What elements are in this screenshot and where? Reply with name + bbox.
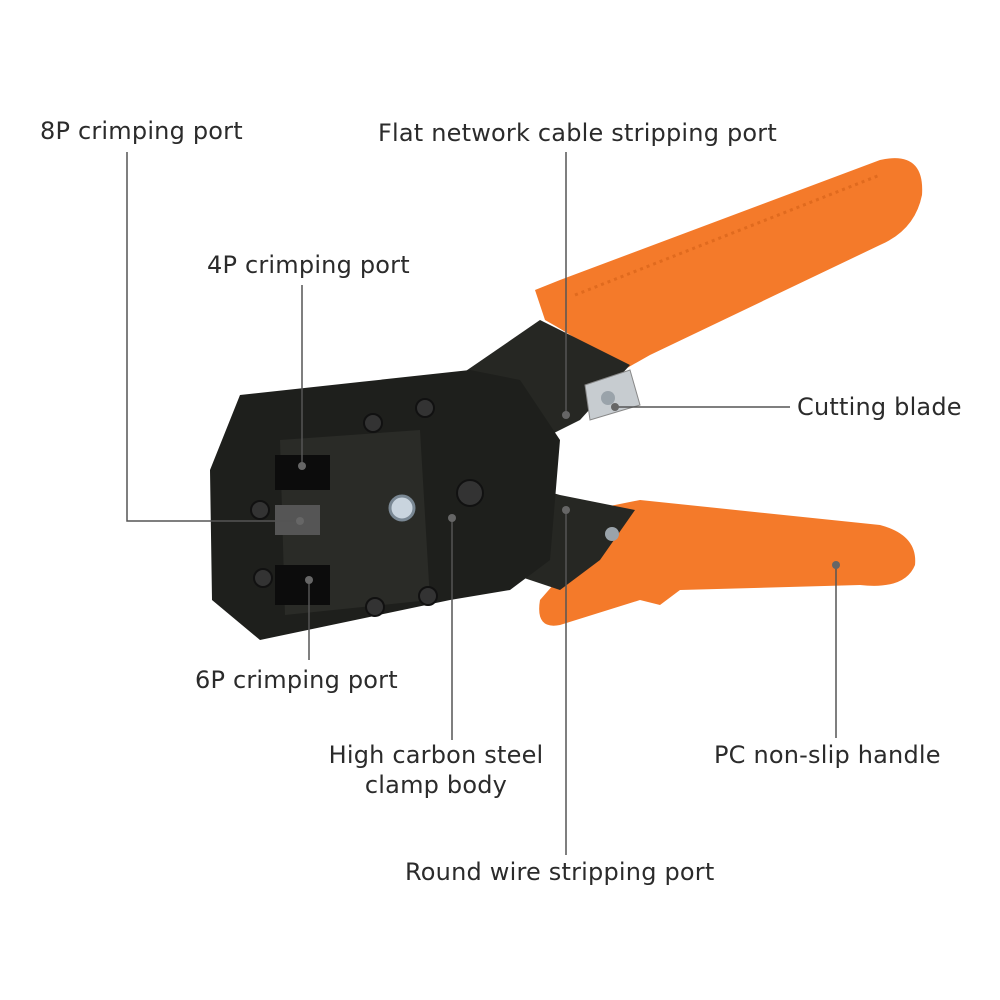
label-flat-cable-stripping-port: Flat network cable stripping port: [378, 119, 777, 147]
label-clamp-body: High carbon steel clamp body: [316, 740, 556, 800]
lower-handle: [539, 500, 916, 626]
label-round-wire-stripping-port: Round wire stripping port: [405, 858, 715, 886]
upper-handle: [535, 158, 923, 372]
label-6p-crimping-port: 6P crimping port: [195, 666, 398, 694]
label-4p-crimping-port: 4P crimping port: [207, 251, 410, 279]
label-8p-crimping-port: 8P crimping port: [40, 117, 243, 145]
leader-lines: [126, 152, 837, 855]
label-clamp-body-line1: High carbon steel: [328, 741, 544, 769]
leader-dots: [296, 403, 840, 584]
label-clamp-body-line2: clamp body: [364, 771, 508, 799]
label-non-slip-handle: PC non-slip handle: [714, 741, 941, 769]
label-cutting-blade: Cutting blade: [797, 393, 962, 421]
center-bolt: [388, 494, 416, 522]
